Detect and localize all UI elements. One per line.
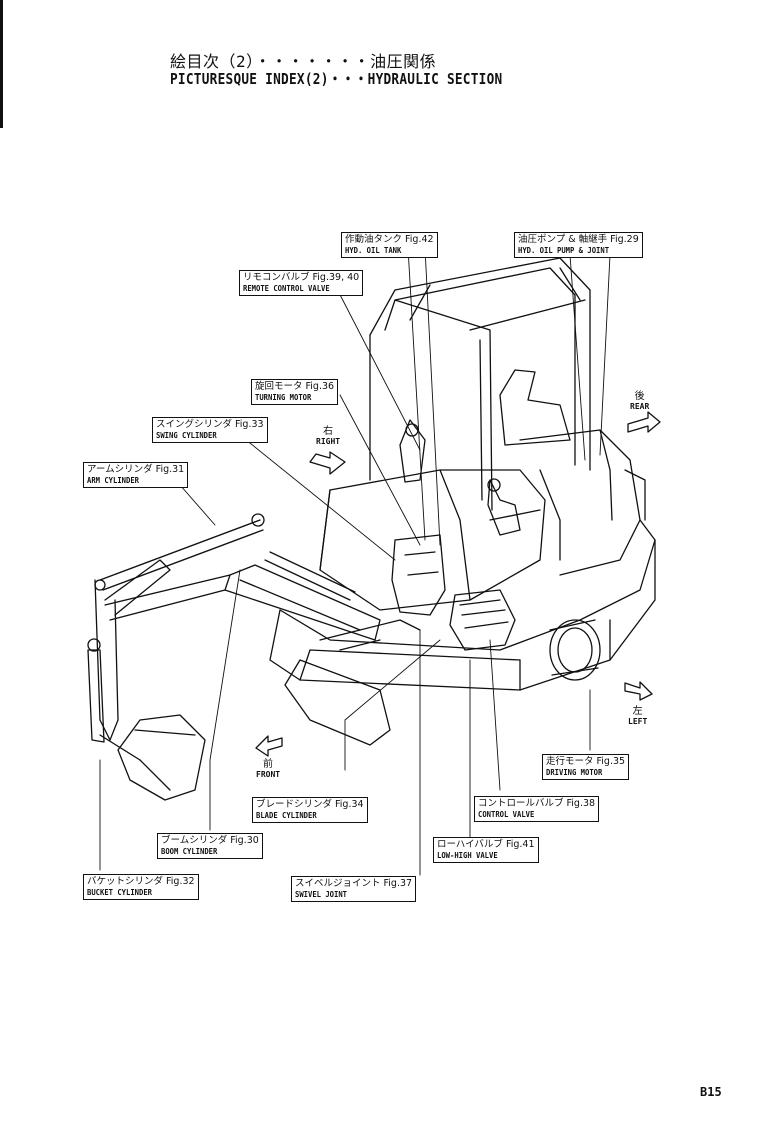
callout-en: HYD. OIL PUMP & JOINT: [518, 246, 610, 255]
right-arrow-shape: [309, 451, 346, 475]
boom: [104, 564, 381, 641]
callout-jp: バケットシリンダ Fig.32: [87, 876, 195, 887]
direction-rear-label: 後 REAR: [630, 392, 649, 412]
page-title-english: PICTURESQUE INDEX(2)・・・HYDRAULIC SECTION: [170, 70, 503, 88]
bucket-cylinder: [87, 638, 105, 743]
callout-jp: 旋回モータ Fig.36: [255, 381, 335, 392]
callout-en: HYD. OIL TANK: [345, 246, 402, 255]
control-valve-block: [449, 589, 516, 651]
callout-jp: 油圧ポンプ & 軸継手 Fig.29: [518, 234, 639, 245]
callout-jp: コントロールバルブ Fig.38: [478, 798, 596, 809]
page-title-japanese: 絵目次（2）・・・・・・・油圧関係: [170, 52, 437, 71]
callout-jp: ブームシリンダ Fig.30: [161, 835, 259, 846]
leader-lines: [99, 247, 611, 876]
operator-seat: [499, 369, 571, 446]
callout-jp: ローハイバルブ Fig.41: [437, 839, 535, 850]
arm: [94, 559, 171, 741]
callout-en: SWIVEL JOINT: [295, 890, 348, 899]
direction-jp: 右: [323, 426, 334, 437]
direction-jp: 前: [263, 759, 274, 770]
driving-motor-drum: [549, 619, 601, 681]
turning-motor-block: [391, 534, 446, 616]
callout-blade-cylinder: ブレードシリンダ Fig.34 BLADE CYLINDER: [252, 797, 368, 823]
callout-jp: ブレードシリンダ Fig.34: [256, 799, 364, 810]
rear-body: [519, 429, 646, 576]
canopy-frame: [369, 257, 591, 511]
callout-low-high-valve: ローハイバルブ Fig.41 LOW-HIGH VALVE: [433, 837, 539, 863]
callout-turning-motor: 旋回モータ Fig.36 TURNING MOTOR: [251, 379, 339, 405]
callout-en: SWING CYLINDER: [156, 431, 217, 440]
callout-en: CONTROL VALVE: [478, 810, 535, 819]
direction-jp: 左: [632, 706, 643, 717]
callout-en: DRIVING MOTOR: [546, 768, 603, 777]
callout-control-valve: コントロールバルブ Fig.38 CONTROL VALVE: [474, 796, 600, 822]
callout-jp: リモコンバルブ Fig.39, 40: [243, 272, 360, 283]
callout-en: BLADE CYLINDER: [256, 811, 317, 820]
callout-en: LOW-HIGH VALVE: [437, 851, 498, 860]
front-arrow-shape: [255, 735, 283, 757]
direction-front-label: 前 FRONT: [256, 760, 280, 780]
callout-hyd-oil-pump: 油圧ポンプ & 軸継手 Fig.29 HYD. OIL PUMP & JOINT: [514, 232, 643, 258]
left-arrow-shape: [624, 681, 653, 701]
callout-remote-control-valve: リモコンバルブ Fig.39, 40 REMOTE CONTROL VALVE: [239, 270, 364, 296]
bucket: [99, 714, 206, 801]
direction-en: RIGHT: [316, 437, 341, 446]
direction-left-label: 左 LEFT: [628, 707, 647, 727]
callout-en: BUCKET CYLINDER: [87, 888, 153, 897]
direction-jp: 後: [634, 391, 645, 402]
callout-en: REMOTE CONTROL VALVE: [243, 284, 330, 293]
callout-boom-cylinder: ブームシリンダ Fig.30 BOOM CYLINDER: [157, 833, 263, 859]
callout-jp: 走行モータ Fig.35: [546, 756, 626, 767]
callout-en: ARM CYLINDER: [87, 476, 140, 485]
direction-en: LEFT: [628, 717, 648, 726]
control-levers: [399, 419, 521, 536]
callout-en: TURNING MOTOR: [255, 393, 312, 402]
direction-en: REAR: [630, 402, 650, 411]
callout-jp: スイングシリンダ Fig.33: [156, 419, 264, 430]
callout-swing-cylinder: スイングシリンダ Fig.33 SWING CYLINDER: [152, 417, 268, 443]
callout-en: BOOM CYLINDER: [161, 847, 218, 856]
direction-right-label: 右 RIGHT: [316, 427, 340, 447]
rear-arrow-shape: [627, 411, 661, 433]
direction-en: FRONT: [256, 770, 281, 779]
boom-cylinder: [264, 551, 356, 601]
callout-hyd-oil-tank: 作動油タンク Fig.42 HYD. OIL TANK: [341, 232, 438, 258]
callout-jp: スイベルジョイント Fig.37: [295, 878, 413, 889]
callout-jp: 作動油タンク Fig.42: [345, 234, 434, 245]
callout-bucket-cylinder: バケットシリンダ Fig.32 BUCKET CYLINDER: [83, 874, 199, 900]
page-number: B15: [700, 1085, 722, 1099]
callout-arm-cylinder: アームシリンダ Fig.31 ARM CYLINDER: [83, 462, 189, 488]
callout-swivel-joint: スイベルジョイント Fig.37 SWIVEL JOINT: [291, 876, 417, 902]
binding-margin-line: [0, 0, 3, 128]
callout-jp: アームシリンダ Fig.31: [87, 464, 185, 475]
callout-driving-motor: 走行モータ Fig.35 DRIVING MOTOR: [542, 754, 630, 780]
upper-structure: [319, 469, 546, 611]
